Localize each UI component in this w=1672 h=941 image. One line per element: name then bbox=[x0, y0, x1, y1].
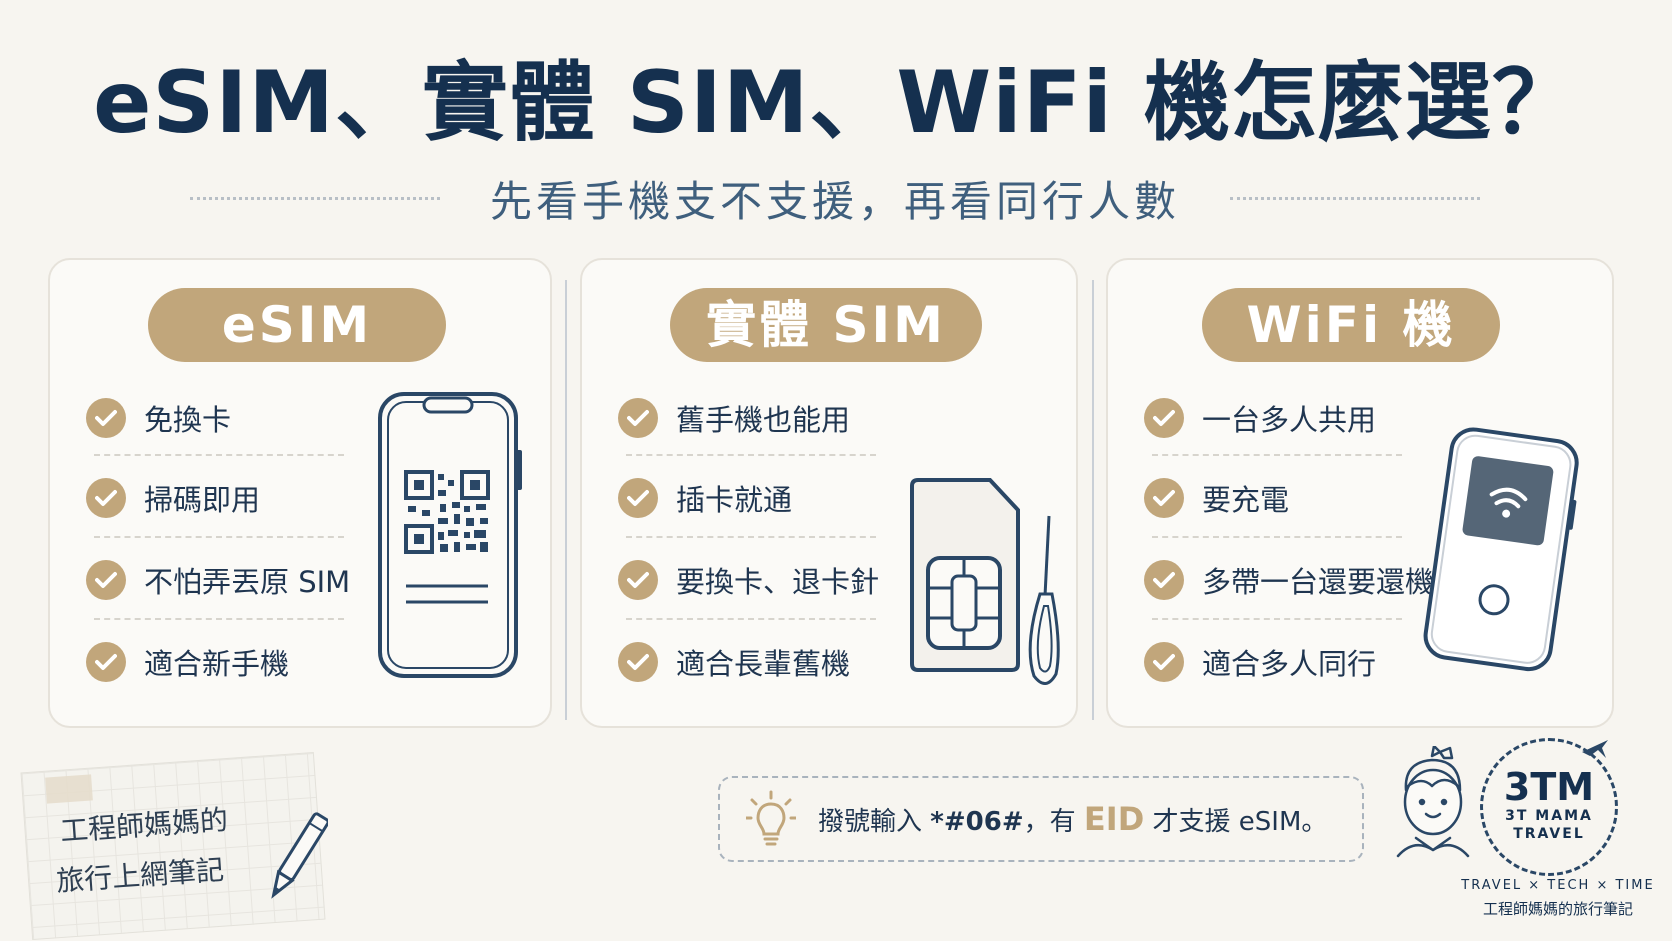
dashed-divider bbox=[1152, 454, 1402, 456]
tip-box: 撥號輸入 *#06#，有 EID 才支援 eSIM。 bbox=[718, 776, 1364, 862]
feature-text: 不怕弄丟原 SIM bbox=[144, 565, 351, 599]
feature-item: 適合多人同行 bbox=[1144, 638, 1409, 686]
card-physical-sim: 實體 SIM 舊手機也能用 插卡就通 要換卡、退卡針 適合長輩舊機 bbox=[580, 258, 1078, 728]
feature-item: 不怕弄丟原 SIM bbox=[86, 556, 351, 604]
page-subtitle: 先看手機支不支援，再看同行人數 bbox=[489, 176, 1180, 226]
tip-suffix: 才支援 eSIM。 bbox=[1152, 807, 1328, 837]
check-icon bbox=[618, 398, 658, 438]
mascot-girl-icon bbox=[1396, 746, 1470, 858]
tip-prefix: 撥號輸入 bbox=[818, 807, 923, 837]
brand-logo-text: 3TM bbox=[1503, 765, 1595, 809]
check-icon bbox=[618, 642, 658, 682]
feature-text: 要換卡、退卡針 bbox=[676, 565, 880, 599]
check-icon bbox=[1144, 398, 1184, 438]
airplane-icon bbox=[1582, 740, 1608, 758]
feature-text: 插卡就通 bbox=[676, 483, 793, 517]
card-label-pill: 實體 SIM bbox=[670, 288, 982, 362]
phone-qr-icon bbox=[378, 392, 522, 678]
feature-text: 舊手機也能用 bbox=[676, 403, 851, 437]
page-title: eSIM、實體 SIM、WiFi 機怎麼選？ bbox=[93, 53, 1579, 153]
feature-text: 多帶一台還要還機 bbox=[1202, 565, 1435, 599]
card-label-pill: eSIM bbox=[148, 288, 446, 362]
card-label-pill: WiFi 機 bbox=[1202, 288, 1500, 362]
tape-strip bbox=[45, 774, 93, 804]
dashed-divider bbox=[626, 618, 876, 620]
feature-text: 免換卡 bbox=[144, 403, 232, 437]
feature-item: 要充電 bbox=[1144, 474, 1409, 522]
feature-text: 要充電 bbox=[1202, 483, 1290, 517]
check-icon bbox=[1144, 478, 1184, 518]
lightbulb-icon bbox=[746, 790, 796, 846]
check-icon bbox=[1144, 642, 1184, 682]
pencil-icon bbox=[271, 812, 328, 899]
pocket-wifi-icon bbox=[1423, 427, 1579, 672]
dashed-divider bbox=[94, 536, 344, 538]
check-icon bbox=[618, 560, 658, 600]
column-divider bbox=[1092, 280, 1094, 720]
feature-item: 適合新手機 bbox=[86, 638, 351, 686]
feature-item: 免換卡 bbox=[86, 394, 351, 442]
subtitle-row: 先看手機支不支援，再看同行人數 bbox=[190, 168, 1480, 228]
feature-item: 適合長輩舊機 bbox=[618, 638, 883, 686]
check-icon bbox=[618, 478, 658, 518]
feature-item: 插卡就通 bbox=[618, 474, 883, 522]
dotted-divider-left bbox=[190, 196, 440, 200]
card-wifi-device: WiFi 機 一台多人共用 要充電 多帶一台還要還機 適合多人同行 bbox=[1106, 258, 1614, 728]
check-icon bbox=[86, 642, 126, 682]
brand-logo-sub1: 3T MAMA bbox=[1505, 808, 1593, 824]
dashed-divider bbox=[1152, 618, 1402, 620]
brand-logo-sub2: TRAVEL bbox=[1513, 826, 1585, 842]
feature-text: 適合多人同行 bbox=[1202, 647, 1377, 681]
tip-text: 撥號輸入 *#06#，有 EID 才支援 eSIM。 bbox=[818, 800, 1327, 838]
check-icon bbox=[86, 560, 126, 600]
card-esim: eSIM 免換卡 掃碼即用 不怕弄丟原 SIM 適合新手機 bbox=[48, 258, 552, 728]
feature-item: 多帶一台還要還機 bbox=[1144, 556, 1434, 604]
dashed-divider bbox=[1152, 536, 1402, 538]
check-icon bbox=[86, 398, 126, 438]
brand-subtitle: 工程師媽媽的旅行筆記 bbox=[1482, 900, 1633, 918]
tip-eid: EID bbox=[1083, 800, 1145, 838]
brand-tagline: TRAVEL × TECH × TIME bbox=[1461, 878, 1655, 893]
feature-text: 適合長輩舊機 bbox=[676, 647, 851, 681]
dotted-divider-right bbox=[1229, 196, 1480, 200]
check-icon bbox=[86, 478, 126, 518]
feature-item: 一台多人共用 bbox=[1144, 394, 1409, 442]
dashed-divider bbox=[626, 454, 876, 456]
dashed-divider bbox=[626, 536, 876, 538]
check-icon bbox=[1144, 560, 1184, 600]
tip-dial-code: *#06# bbox=[930, 807, 1024, 837]
brand-logo: 3TM 3T MAMA TRAVEL bbox=[1480, 738, 1618, 876]
feature-item: 掃碼即用 bbox=[86, 474, 351, 522]
sim-card-icon bbox=[910, 478, 1060, 685]
dashed-divider bbox=[94, 618, 344, 620]
feature-text: 一台多人共用 bbox=[1202, 403, 1377, 437]
feature-item: 舊手機也能用 bbox=[618, 394, 883, 442]
tip-middle: ，有 bbox=[1023, 807, 1076, 837]
feature-item: 要換卡、退卡針 bbox=[618, 556, 883, 604]
column-divider bbox=[565, 280, 567, 720]
feature-text: 掃碼即用 bbox=[144, 483, 261, 517]
dashed-divider bbox=[94, 454, 344, 456]
feature-text: 適合新手機 bbox=[144, 647, 290, 681]
